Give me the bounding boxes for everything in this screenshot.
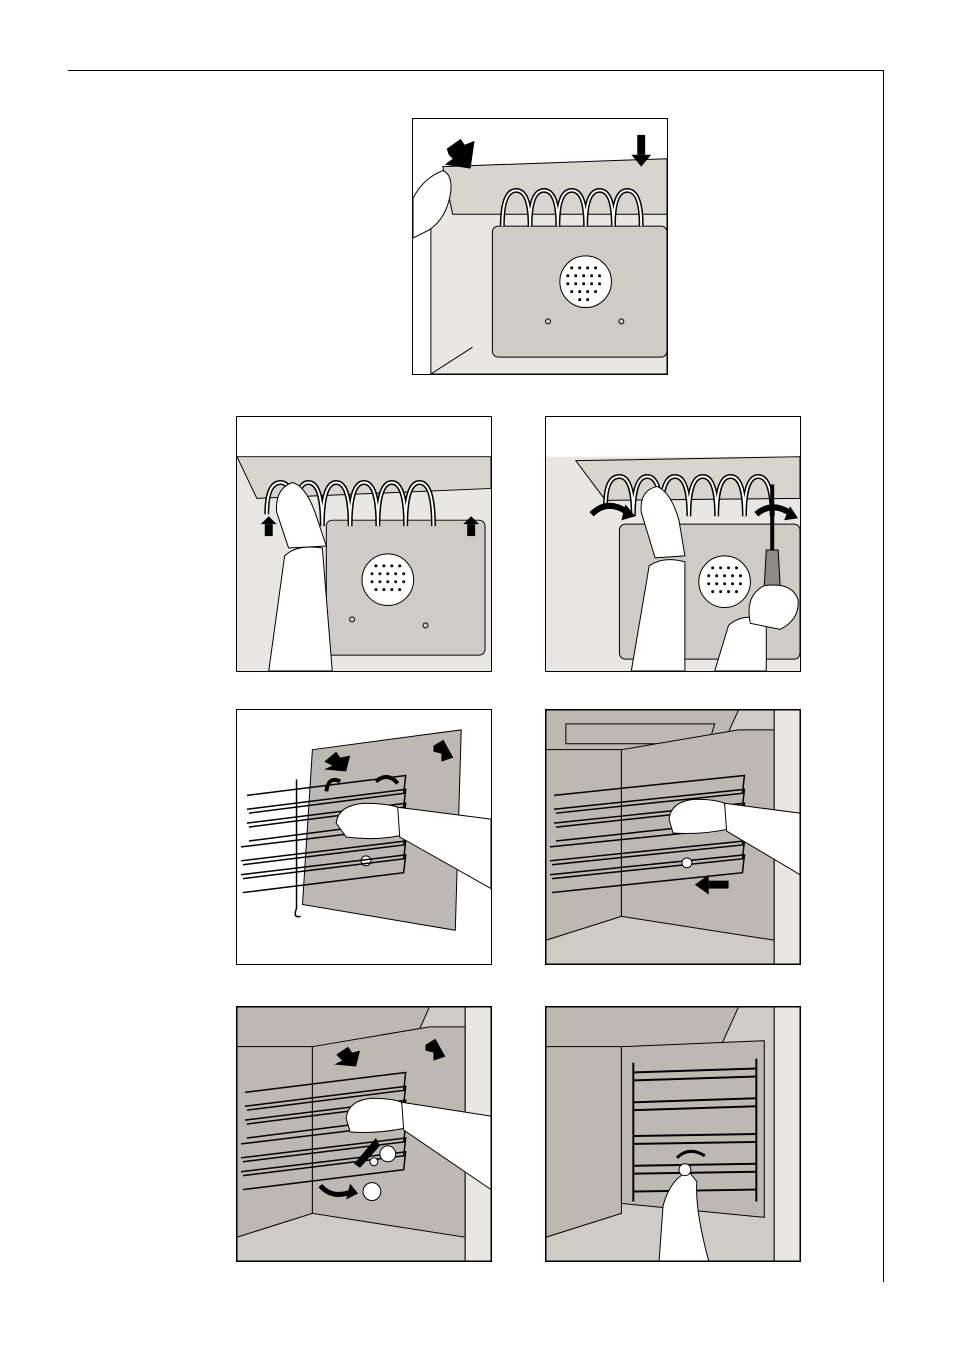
- figure-cover-remove: [236, 709, 492, 965]
- figure-grill-unscrew: [545, 416, 801, 672]
- fan-cover-screw-illustration: [546, 1007, 800, 1261]
- fan-cover-hook-illustration: [237, 1007, 491, 1261]
- figure-gap: [491, 709, 546, 965]
- grill-element-lower-illustration: [413, 119, 667, 374]
- figure-grill-push: [236, 416, 492, 672]
- right-rule: [883, 70, 884, 1282]
- figure-grill-lower: [412, 118, 668, 375]
- figure-shelf-slide: [545, 709, 801, 965]
- shelf-support-slide-illustration: [546, 710, 800, 964]
- grill-element-push-up-illustration: [237, 417, 491, 671]
- figure-cover-hook: [236, 1006, 492, 1262]
- grill-element-unscrew-illustration: [546, 417, 800, 671]
- figure-gap: [491, 1006, 546, 1262]
- figure-gap: [491, 416, 546, 672]
- fan-cover-remove-illustration: [237, 710, 491, 964]
- top-rule: [68, 70, 884, 71]
- figure-cover-screw: [545, 1006, 801, 1262]
